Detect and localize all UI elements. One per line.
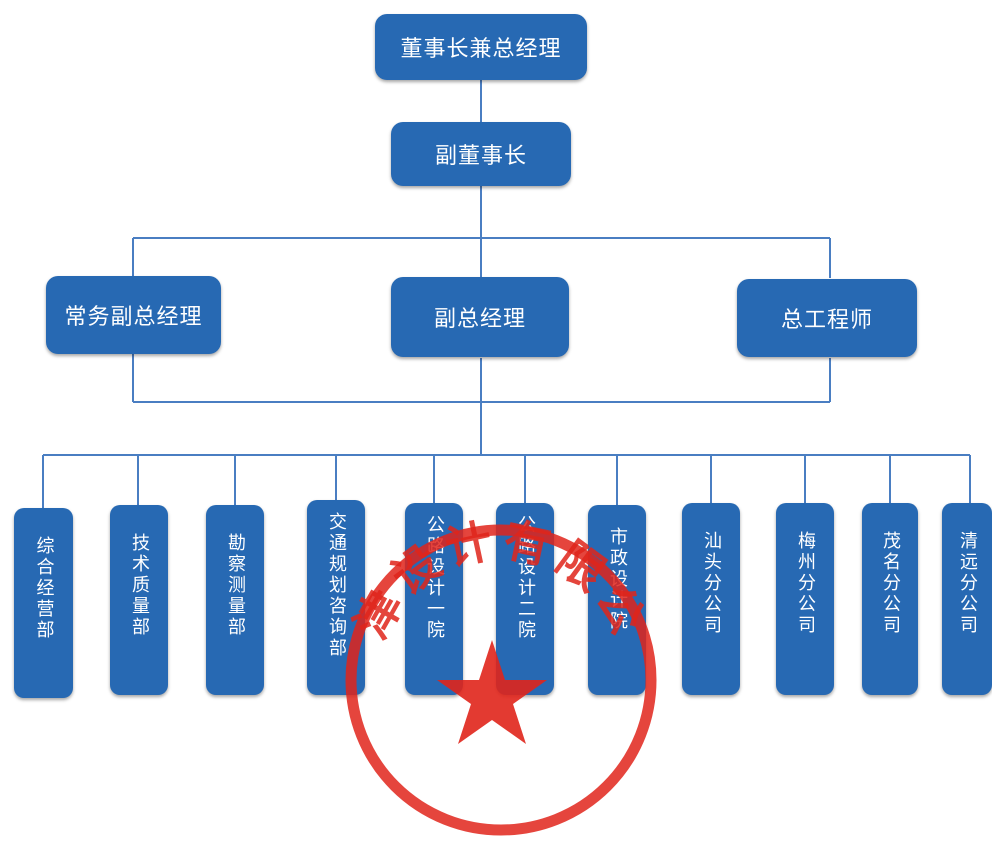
chief-engineer-box: 总工程师 [737, 279, 917, 357]
dept-box: 茂名分公司 [862, 503, 918, 695]
dept-box: 交通规划咨询部 [307, 500, 365, 695]
executive-vp-label: 常务副总经理 [64, 305, 203, 330]
chief-engineer-label: 总工程师 [780, 308, 873, 333]
dept-label: 综合经营部 [33, 536, 55, 641]
dept-label: 清远分公司 [957, 531, 978, 636]
dept-label: 勘察测量部 [225, 533, 246, 638]
vice-chairman-box: 副董事长 [391, 122, 571, 186]
chairman-box: 董事长兼总经理 [375, 14, 587, 80]
dept-box: 汕头分公司 [682, 503, 740, 695]
dept-box: 清远分公司 [942, 503, 992, 695]
dept-label: 公路设计一院 [424, 515, 445, 641]
dept-label: 公路设计二院 [515, 515, 536, 641]
dept-box: 公路设计二院 [496, 503, 554, 695]
dept-label: 茂名分公司 [880, 531, 901, 636]
vp-box: 副总经理 [391, 277, 569, 357]
dept-box: 勘察测量部 [206, 505, 264, 695]
dept-box: 技术质量部 [110, 505, 168, 695]
dept-label: 汕头分公司 [701, 531, 722, 636]
dept-box: 公路设计一院 [405, 503, 463, 695]
vice-chairman-label: 副董事长 [434, 144, 527, 169]
dept-label: 技术质量部 [129, 533, 150, 638]
connector-lines [42, 80, 971, 508]
chairman-label: 董事长兼总经理 [400, 37, 562, 62]
dept-box: 综合经营部 [14, 508, 73, 698]
vp-label: 副总经理 [433, 307, 526, 332]
executive-vp-box: 常务副总经理 [46, 276, 221, 354]
dept-label: 交通规划咨询部 [326, 512, 347, 659]
dept-box: 市政设计院 [588, 505, 646, 695]
dept-label: 梅州分公司 [795, 531, 816, 636]
dept-label: 市政设计院 [607, 527, 628, 632]
dept-box: 梅州分公司 [776, 503, 834, 695]
